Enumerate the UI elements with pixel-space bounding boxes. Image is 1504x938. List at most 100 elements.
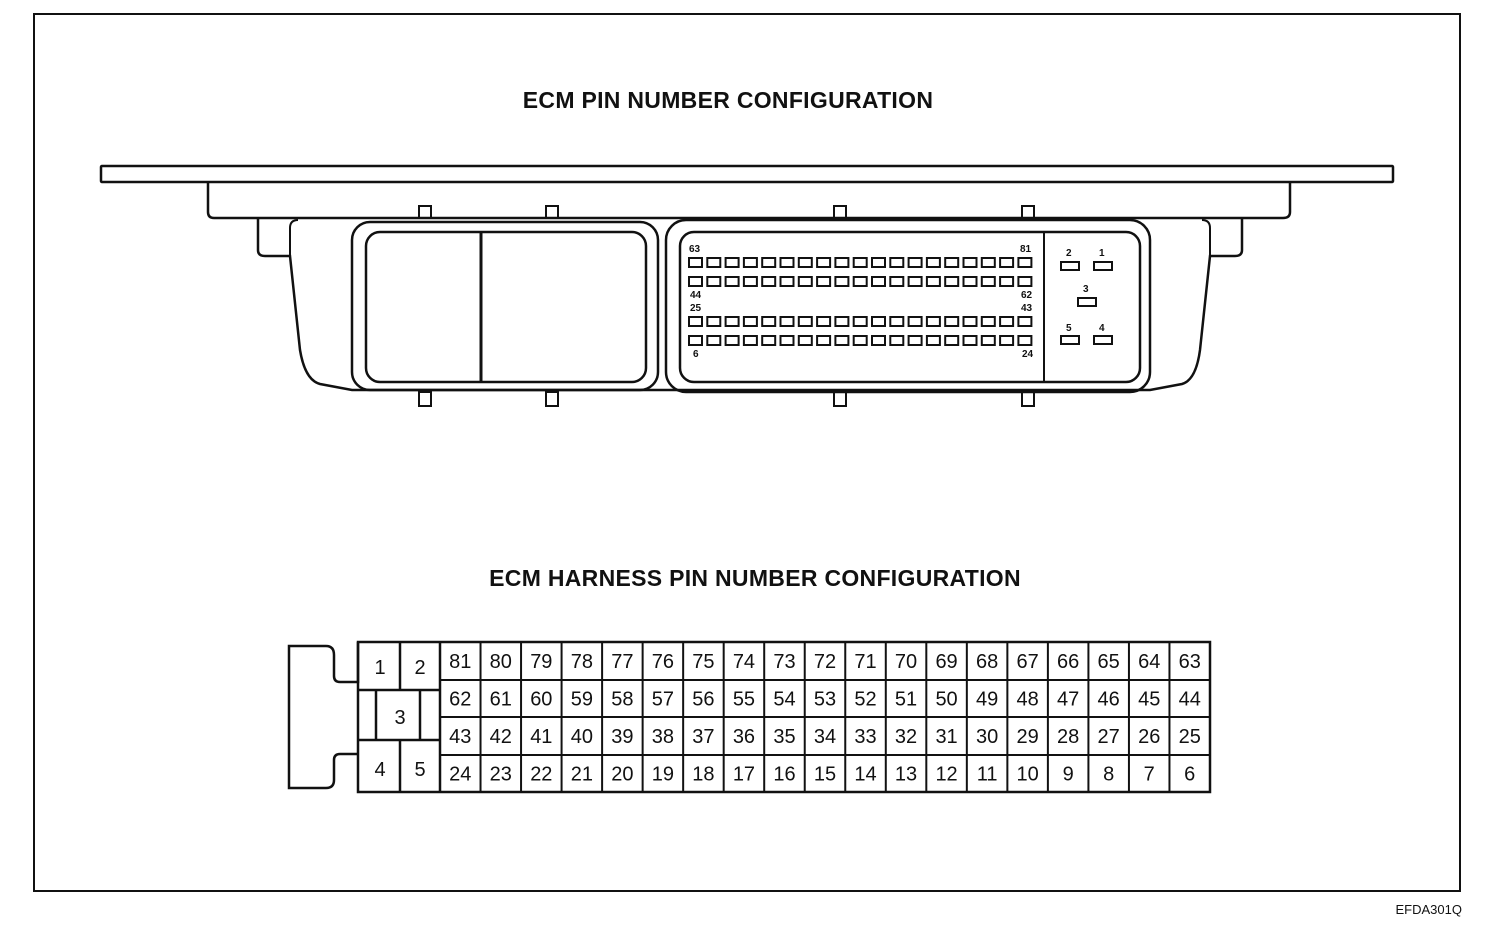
harness-pin-number: 72 bbox=[814, 651, 836, 673]
ecm-pin bbox=[980, 335, 996, 346]
ecm-pin bbox=[834, 316, 850, 327]
harness-pin-number: 24 bbox=[449, 764, 471, 786]
ecm-pin bbox=[816, 316, 832, 327]
ecm-pin bbox=[962, 257, 978, 268]
mount-tab bbox=[833, 205, 847, 219]
ecm-pin bbox=[999, 335, 1015, 346]
harness-pin-number: 16 bbox=[773, 764, 795, 786]
mount-tab bbox=[833, 391, 847, 407]
harness-pin-number: 51 bbox=[895, 689, 917, 711]
ecm-pin bbox=[834, 335, 850, 346]
harness-left-pin-number: 4 bbox=[374, 759, 385, 781]
harness-pin-number: 74 bbox=[733, 651, 755, 673]
pin-connector-inner bbox=[678, 230, 1142, 384]
ecm-pin bbox=[1017, 335, 1033, 346]
ecm-pin bbox=[742, 335, 758, 346]
ecm-pin bbox=[724, 257, 740, 268]
harness-pin-number: 31 bbox=[935, 726, 957, 748]
harness-pin-number: 62 bbox=[449, 689, 471, 711]
ecm-pin bbox=[925, 257, 941, 268]
harness-pin-number: 50 bbox=[935, 689, 957, 711]
ecm-pin bbox=[907, 335, 923, 346]
figure-code: EFDA301Q bbox=[1395, 902, 1462, 917]
ecm-pin bbox=[999, 276, 1015, 287]
harness-pin-number: 38 bbox=[652, 726, 674, 748]
harness-pin-number: 7 bbox=[1144, 764, 1155, 786]
ecm-pin-number-label: 24 bbox=[1022, 349, 1034, 360]
ecm-pin bbox=[980, 257, 996, 268]
ecm-pin bbox=[871, 257, 886, 268]
ecm-pin bbox=[871, 335, 886, 346]
ecm-small-pin-label: 2 bbox=[1066, 248, 1072, 259]
ecm-pin bbox=[1017, 257, 1033, 268]
ecm-pin-title: ECM PIN NUMBER CONFIGURATION bbox=[522, 87, 934, 113]
ecm-pin bbox=[889, 276, 905, 287]
ecm-pin bbox=[779, 335, 795, 346]
ecm-case-top bbox=[206, 182, 1292, 220]
ecm-pin bbox=[779, 257, 795, 268]
harness-pin-number: 25 bbox=[1179, 726, 1201, 748]
harness-pin-number: 8 bbox=[1103, 764, 1114, 786]
harness-pin-number: 49 bbox=[976, 689, 998, 711]
mount-tab bbox=[545, 391, 559, 407]
ecm-pin bbox=[962, 335, 978, 346]
ecm-pin bbox=[688, 257, 703, 268]
harness-pin-number: 61 bbox=[490, 689, 512, 711]
harness-pin-title: ECM HARNESS PIN NUMBER CONFIGURATION bbox=[489, 565, 1021, 591]
blank-connector-inner bbox=[364, 230, 648, 384]
ecm-pin bbox=[889, 316, 905, 327]
ecm-pin bbox=[925, 335, 941, 346]
harness-pin-number: 13 bbox=[895, 764, 917, 786]
harness-pin-number: 37 bbox=[692, 726, 714, 748]
harness-pin-number: 46 bbox=[1098, 689, 1120, 711]
ecm-pin bbox=[980, 276, 996, 287]
harness-pin-number: 79 bbox=[530, 651, 552, 673]
ecm-small-pin-label: 3 bbox=[1083, 284, 1089, 295]
harness-pin-number: 21 bbox=[571, 764, 593, 786]
ecm-pin bbox=[742, 316, 758, 327]
ecm-pin bbox=[706, 257, 722, 268]
harness-pin-number: 70 bbox=[895, 651, 917, 673]
harness-pin-number: 40 bbox=[571, 726, 593, 748]
harness-pin-number: 39 bbox=[611, 726, 633, 748]
ecm-pin bbox=[925, 316, 941, 327]
ecm-pin bbox=[1017, 276, 1033, 287]
harness-left-pin-number: 1 bbox=[374, 657, 385, 679]
harness-pin-number: 19 bbox=[652, 764, 674, 786]
harness-pin-number: 60 bbox=[530, 689, 552, 711]
harness-pin-number: 20 bbox=[611, 764, 633, 786]
ecm-pin bbox=[871, 276, 886, 287]
ecm-pin bbox=[962, 316, 978, 327]
harness-pin-number: 44 bbox=[1179, 689, 1201, 711]
ecm-pin bbox=[907, 257, 923, 268]
harness-pin-number: 6 bbox=[1184, 764, 1195, 786]
pin-connector-housing bbox=[664, 218, 1152, 394]
ecm-pin bbox=[907, 276, 923, 287]
ecm-mounting-bracket bbox=[99, 164, 1395, 184]
ecm-small-pin-label: 4 bbox=[1099, 323, 1105, 334]
ecm-pin bbox=[688, 276, 703, 287]
harness-pin-number: 59 bbox=[571, 689, 593, 711]
harness-pin-number: 30 bbox=[976, 726, 998, 748]
harness-pin-number: 81 bbox=[449, 651, 471, 673]
harness-pin-number: 78 bbox=[571, 651, 593, 673]
harness-pin-number: 29 bbox=[1017, 726, 1039, 748]
harness-pin-number: 9 bbox=[1063, 764, 1074, 786]
harness-pin-number: 54 bbox=[773, 689, 795, 711]
ecm-small-pin bbox=[1093, 335, 1113, 345]
ecm-unit bbox=[99, 164, 1395, 407]
ecm-pin bbox=[706, 335, 722, 346]
harness-pin-number: 56 bbox=[692, 689, 714, 711]
harness-pin-number: 64 bbox=[1138, 651, 1160, 673]
ecm-pin bbox=[761, 335, 777, 346]
harness-left-pin-number: 5 bbox=[414, 759, 425, 781]
ecm-pin bbox=[706, 316, 722, 327]
harness-pin-number: 10 bbox=[1017, 764, 1039, 786]
ecm-pin bbox=[852, 316, 868, 327]
ecm-pin bbox=[797, 335, 813, 346]
harness-pin-number: 69 bbox=[935, 651, 957, 673]
ecm-pin bbox=[779, 316, 795, 327]
harness-pin-number: 23 bbox=[490, 764, 512, 786]
